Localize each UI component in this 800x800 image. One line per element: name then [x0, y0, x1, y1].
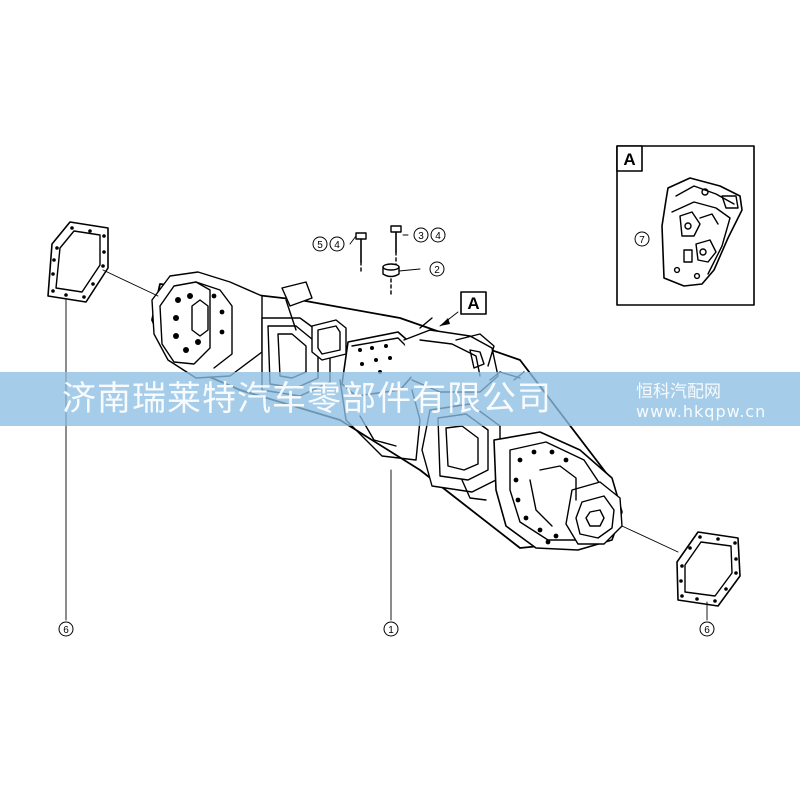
- watermark-title: 济南瑞莱特汽车零部件有限公司: [62, 379, 552, 419]
- callout-5: 5: [317, 240, 323, 251]
- callout-2: 2: [434, 265, 440, 276]
- left-gasket: [47, 221, 109, 303]
- watermark-site-name: 恒科汽配网: [636, 382, 721, 402]
- callout-4-left: 4: [334, 240, 340, 251]
- right-gasket: [676, 531, 741, 607]
- detail-a-label: A: [623, 150, 635, 169]
- detail-a-pointer-label: A: [467, 294, 479, 313]
- watermark-url: www.hkqpw.cn: [636, 402, 767, 421]
- callout-4-right: 4: [435, 231, 441, 242]
- detail-a-box: [616, 145, 755, 306]
- fasteners: [355, 225, 402, 297]
- detail-a-pointer-box: [460, 291, 487, 315]
- bracket-part: [661, 177, 743, 287]
- callout-circles: [58, 227, 715, 637]
- arrow-head-icon: [440, 318, 450, 326]
- callout-6-left: 6: [63, 625, 69, 636]
- callout-6-right: 6: [704, 625, 710, 636]
- callout-3: 3: [418, 231, 424, 242]
- callout-1: 1: [388, 625, 394, 636]
- callout-7: 7: [639, 235, 645, 246]
- watermark-banner: [0, 372, 800, 426]
